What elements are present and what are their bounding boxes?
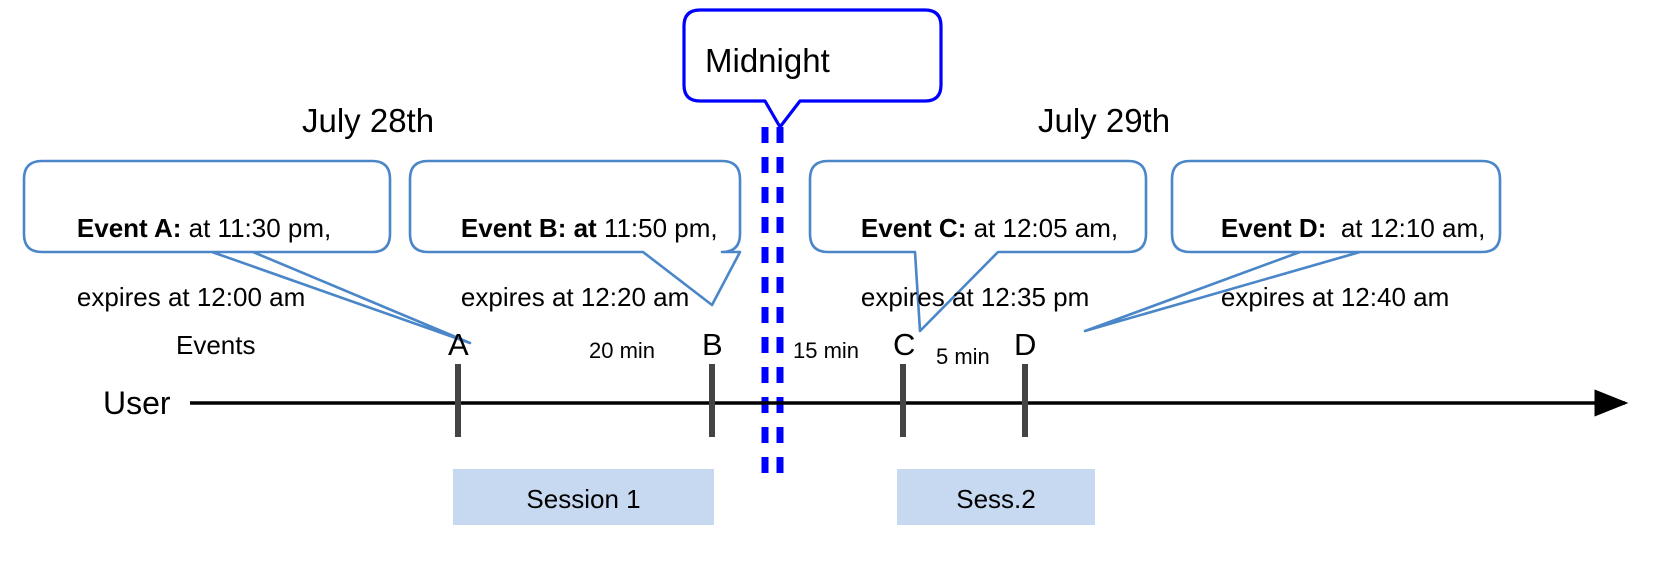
event-d-rest-line1: at 12:10 am,	[1326, 213, 1486, 244]
event-b-callout-bubble	[408, 159, 742, 307]
event-c-bold: Event C:	[860, 213, 967, 244]
event-c-rest-line1: at 12:05 am,	[966, 213, 1119, 244]
event-a-callout-bubble	[22, 159, 472, 345]
event-a-line2: expires at 12:00 am	[76, 281, 306, 312]
event-b-callout-text: Event B: at 11:50 pm, expires at 12:20 a…	[432, 177, 732, 349]
event-b-rest-line1: 11:50 pm,	[596, 213, 718, 244]
event-c-line2: expires at 12:35 pm	[860, 281, 1090, 312]
tick-label-d: D	[1014, 327, 1037, 362]
interval-label-bc: 15 min	[793, 338, 860, 363]
session-2-bar	[897, 469, 1095, 525]
date-label-july-29: July 29th	[1038, 102, 1171, 139]
date-label-july-28: July 28th	[302, 102, 435, 139]
midnight-label: Midnight	[705, 42, 830, 79]
event-d-callout-bubble	[1083, 159, 1502, 333]
session-1-label: Session 1	[526, 484, 641, 514]
midnight-callout-bubble	[682, 8, 943, 129]
session-2-label: Sess.2	[956, 484, 1036, 514]
event-d-line2: expires at 12:40 am	[1220, 281, 1450, 312]
event-b-line2: expires at 12:20 am	[460, 281, 690, 312]
tick-label-c: C	[893, 327, 916, 362]
event-d-bold: Event D:	[1220, 213, 1327, 244]
event-c-callout-bubble	[808, 159, 1148, 333]
interval-label-cd: 5 min	[936, 344, 990, 369]
tick-label-a: A	[448, 327, 469, 362]
event-a-bold: Event A:	[76, 213, 182, 244]
event-b-bold: Event B: at	[460, 213, 597, 244]
row-label-user: User	[103, 385, 171, 421]
interval-label-ab: 20 min	[589, 338, 656, 363]
session-1-bar	[453, 469, 714, 525]
event-d-callout-text: Event D: at 12:10 am, expires at 12:40 a…	[1192, 177, 1492, 349]
event-a-rest-line1: at 11:30 pm,	[181, 213, 332, 244]
event-a-callout-text: Event A: at 11:30 pm, expires at 12:00 a…	[48, 177, 378, 349]
event-c-callout-text: Event C: at 12:05 am, expires at 12:35 p…	[832, 177, 1137, 349]
tick-label-b: B	[702, 327, 723, 362]
row-label-events: Events	[176, 330, 256, 360]
